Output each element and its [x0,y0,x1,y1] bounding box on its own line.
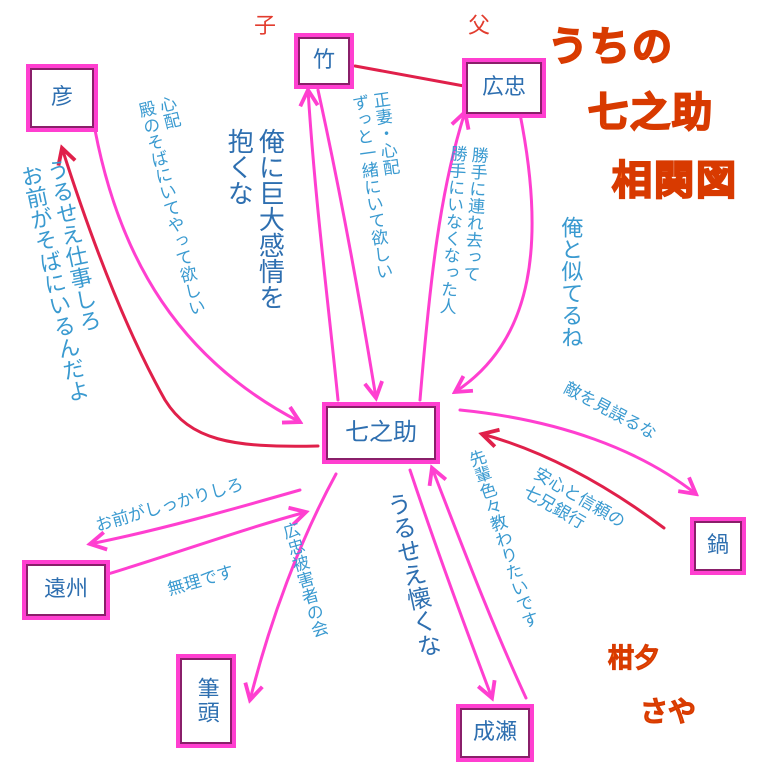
arrow-nabe-to-center [482,434,666,530]
node-nabe[interactable]: 鍋 [690,517,746,575]
node-take[interactable]: 竹 [294,33,354,89]
signature-line-1: 柑夕 [607,644,661,675]
arrow-hirotada-to-center [455,112,534,392]
node-hitto[interactable]: 筆頭 [176,654,236,748]
signature-line-2: さや [639,695,697,729]
node-hiko[interactable]: 彦 [26,64,98,132]
arrow-center-to-naruse [408,468,492,698]
arrow-center-to-nabe [458,408,696,494]
arrow-enshu-to-center [106,512,306,576]
node-enshu[interactable]: 遠州 [22,560,110,620]
arrow-center-to-enshu [90,488,302,544]
node-center[interactable]: 七之助 [322,402,440,464]
label-center-to-take: 俺に巨大感情を 抱くな [223,128,285,310]
relation-father: 父 [468,14,491,39]
arrow-hiko-to-center [93,128,300,422]
arrow-center-to-hirotada [418,112,465,402]
title-line-2: 七之助 [587,89,714,137]
arrow-center-to-take [308,90,340,402]
label-center-to-hirotada: 俺と似てるね [557,216,583,348]
arrow-center-to-hitto [250,472,338,700]
take-hirotada-line [353,64,466,88]
relation-child: 子 [254,14,277,39]
title-line-1: うちの [547,23,674,71]
arrow-take-to-center [316,88,376,398]
arrow-center-to-hiko [62,148,320,448]
node-naruse[interactable]: 成瀬 [456,704,534,762]
node-hirotada[interactable]: 広忠 [462,58,546,118]
arrow-naruse-to-center [432,468,528,700]
title-line-3: 相関図 [611,157,738,205]
